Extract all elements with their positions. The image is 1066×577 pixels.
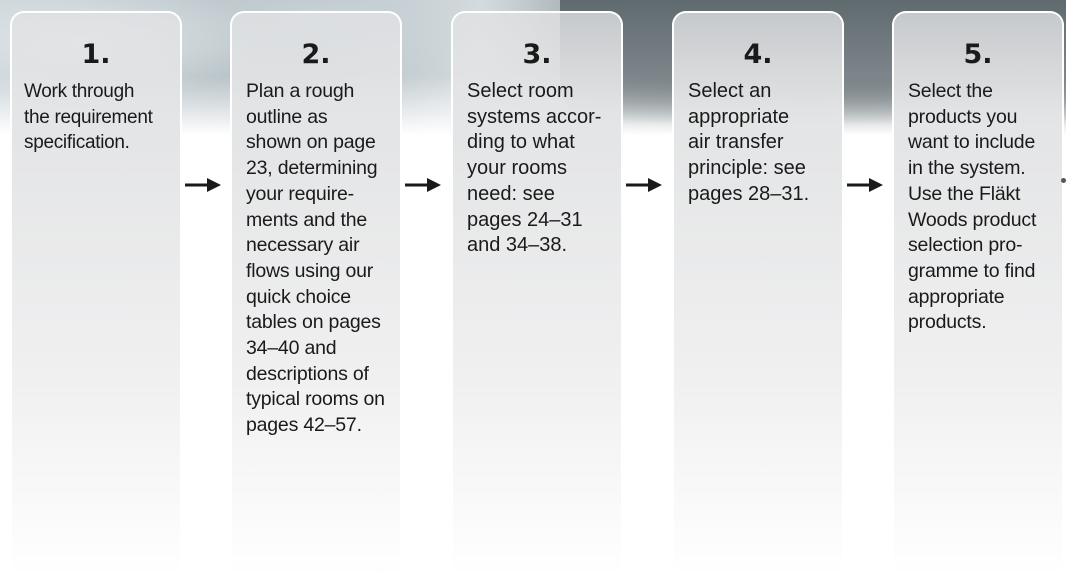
arrow-right-icon [405, 178, 441, 192]
step-card-3: 3. Select room systems accor- ding to wh… [451, 11, 623, 577]
step-card-5: 5. Select the products you want to inclu… [892, 11, 1064, 577]
step-number: 3. [522, 39, 552, 70]
arrow-right-icon [626, 178, 662, 192]
step-number: 5. [963, 39, 993, 70]
step-number: 4. [743, 39, 773, 70]
step-text: Plan a rough outline as shown on page 23… [246, 80, 385, 437]
step-number: 2. [301, 39, 331, 70]
arrow-right-icon [847, 178, 883, 192]
step-text: Work through the requirement specificati… [24, 81, 153, 154]
step-card-1: 1. Work through the requirement specific… [10, 11, 182, 577]
arrow-right-icon [185, 178, 221, 192]
step-card-2: 2. Plan a rough outline as shown on page… [230, 11, 402, 577]
step-text: Select an appropriate air transfer princ… [688, 80, 810, 205]
edge-dot-icon [1061, 178, 1066, 183]
step-card-4: 4. Select an appropriate air transfer pr… [672, 11, 844, 577]
step-text: Select room systems accor- ding to what … [467, 80, 602, 257]
step-number: 1. [81, 39, 111, 70]
step-text: Select the products you want to include … [908, 80, 1037, 334]
